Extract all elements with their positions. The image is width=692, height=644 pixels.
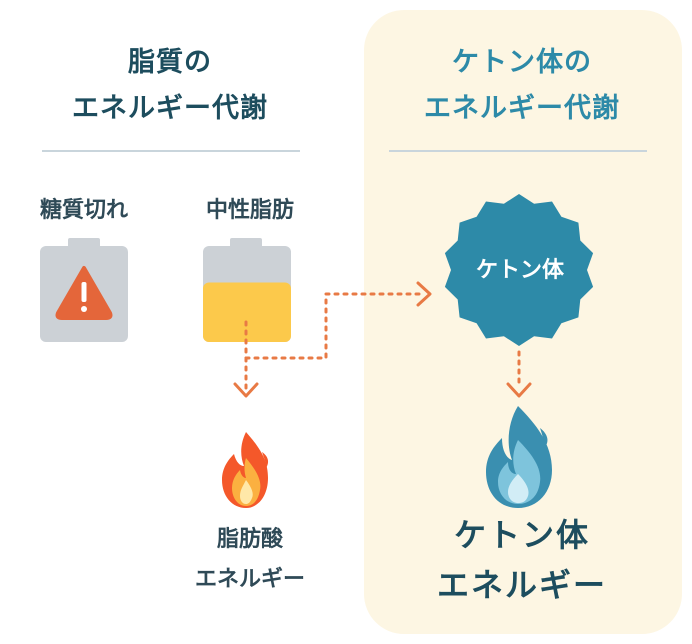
ketone-badge-label: ケトン体 — [475, 258, 564, 283]
fatty-acid-energy-label: 脂肪酸 エネルギー — [194, 527, 305, 592]
right-divider — [389, 150, 647, 152]
flow-arrows — [244, 292, 521, 390]
neutral-fat-label: 中性脂肪 — [205, 198, 294, 223]
arrowhead-down-left — [233, 382, 259, 398]
warning-icon — [55, 266, 113, 320]
blue-flame-icon — [486, 406, 552, 508]
arrowhead-right — [416, 281, 432, 307]
battery-half-icon — [203, 238, 291, 342]
fat-metabolism-title: 脂質の エネルギー代謝 — [72, 47, 268, 124]
ketone-badge-icon — [444, 194, 594, 346]
orange-flame-icon — [222, 432, 269, 508]
left-divider — [42, 150, 300, 152]
sugar-depleted-label: 糖質切れ — [39, 198, 128, 223]
ketone-energy-label: ケトン体 エネルギー — [436, 516, 607, 604]
path-to-ketone — [244, 292, 426, 360]
ketone-metabolism-title: ケトン体の エネルギー代謝 — [424, 47, 620, 124]
arrowhead-down-right — [506, 382, 532, 398]
